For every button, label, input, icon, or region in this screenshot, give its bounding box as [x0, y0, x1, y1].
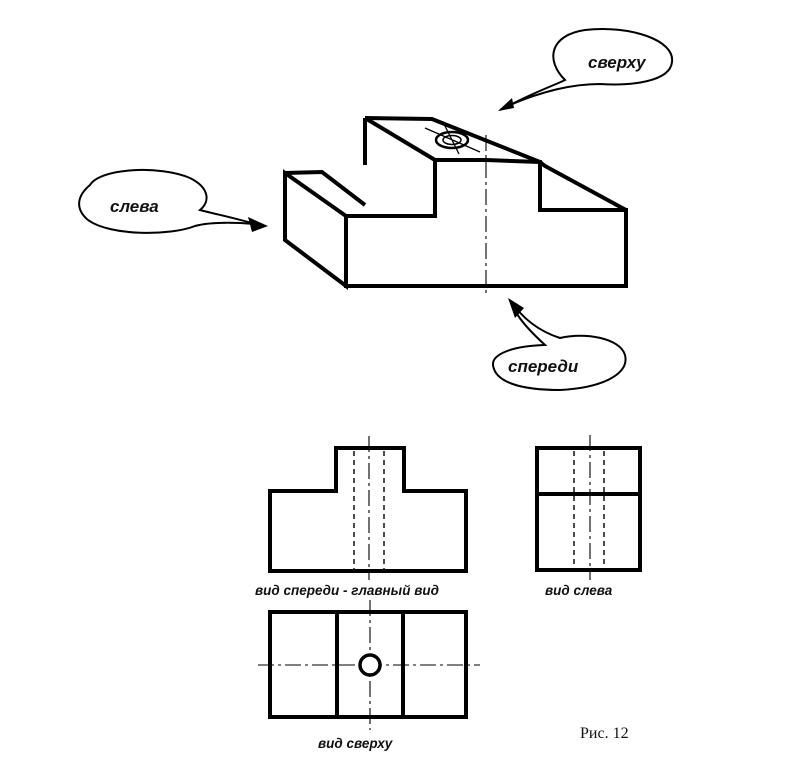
callout-top-label: сверху — [588, 53, 647, 72]
left-view-caption: вид слева — [545, 583, 613, 598]
front-view-caption: вид спереди - главный вид — [255, 583, 439, 598]
left-view: вид слева — [535, 435, 642, 598]
callout-top: сверху — [498, 28, 674, 111]
base-block — [283, 116, 628, 291]
callout-left-label: слева — [110, 197, 159, 216]
front-view: вид спереди - главный вид — [255, 436, 468, 598]
callout-front-label: спереди — [508, 357, 579, 376]
callout-front: спереди — [492, 298, 627, 392]
isometric-part — [283, 116, 628, 295]
callout-left: слева — [78, 169, 268, 234]
top-view: вид сверху — [258, 600, 480, 751]
hole-top-view — [358, 653, 382, 677]
figure-caption: Рис. 12 — [580, 725, 629, 742]
hole-iso — [424, 125, 481, 155]
top-view-caption: вид сверху — [318, 736, 394, 751]
